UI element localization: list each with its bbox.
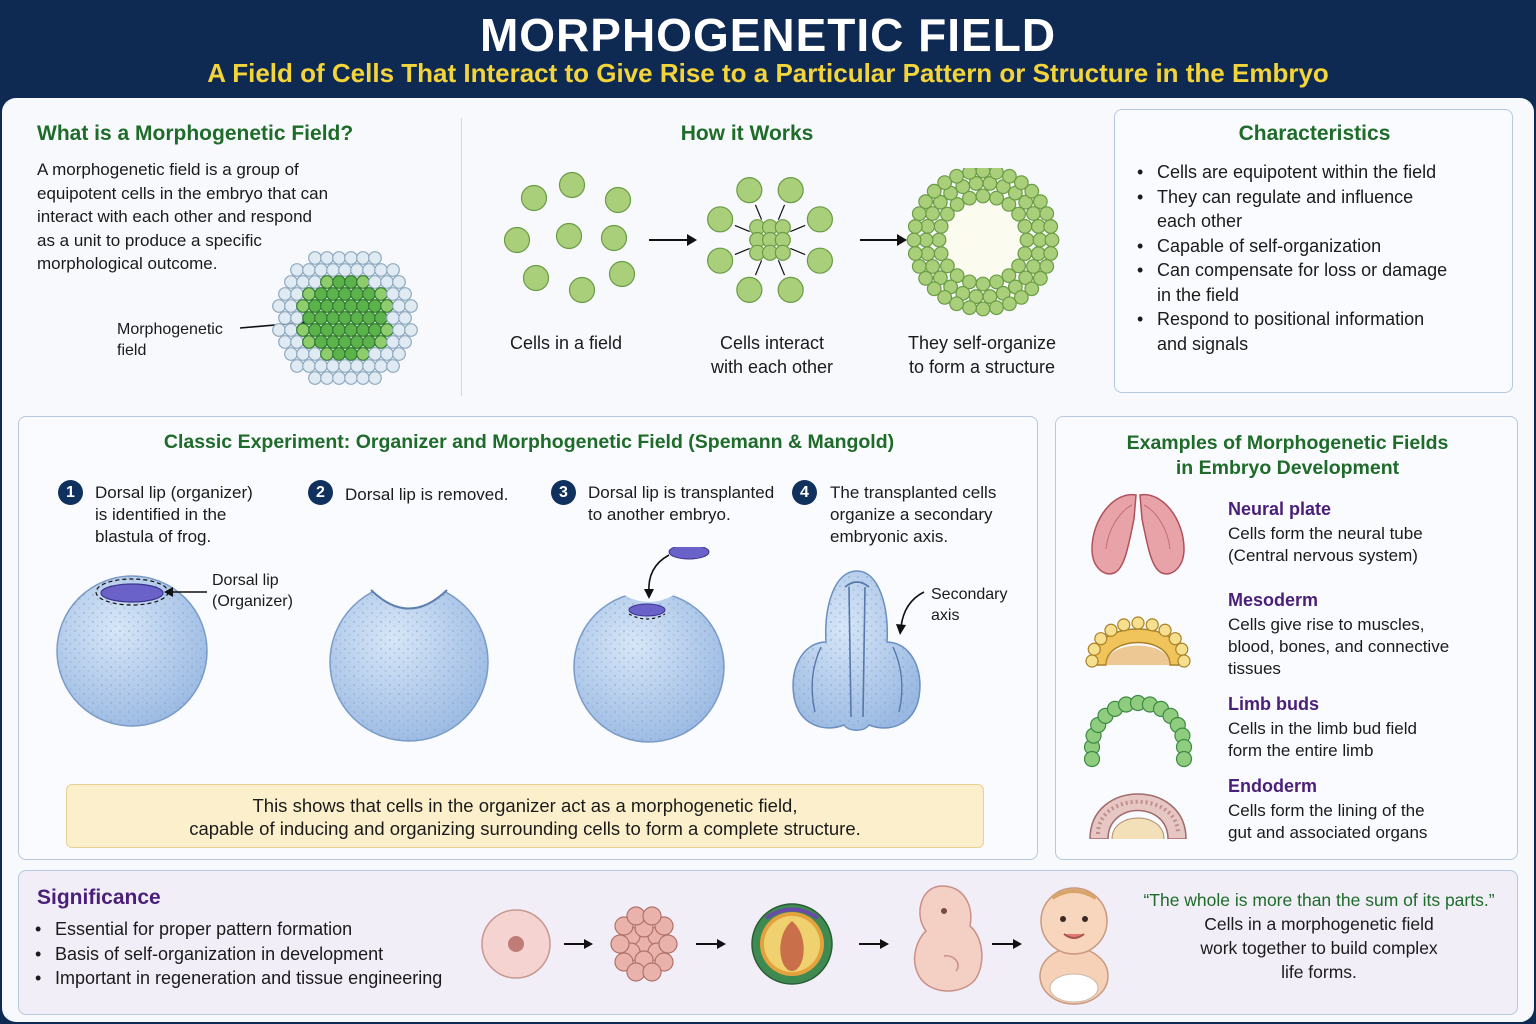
arrow-icon (696, 939, 726, 949)
gastrula-icon (751, 903, 833, 985)
what-line: A morphogenetic field is a group of (37, 160, 299, 179)
self-organized-ring (906, 168, 1060, 317)
neural-plate-icon (1091, 493, 1185, 575)
what-section: What is a Morphogenetic Field? A morphog… (0, 100, 460, 400)
arrow-icon (649, 234, 697, 246)
morphogenetic-field-label: Morphogenetic field (117, 319, 223, 361)
morula-icon (610, 906, 678, 982)
example-title: Endoderm (1228, 776, 1318, 796)
dorsal-lip-label: Dorsal lip(Organizer) (212, 572, 293, 610)
divider (461, 118, 462, 396)
label-line: field (117, 342, 147, 359)
limb-buds-icon (1084, 694, 1193, 768)
quote-block: “The whole is more than the sum of its p… (1124, 888, 1514, 984)
quote-line: life forms. (1281, 962, 1357, 982)
list-item: Essential for proper pattern formation (33, 917, 473, 942)
step-1-text: Dorsal lip (organizer)is identified in t… (95, 483, 253, 546)
arrow-icon (860, 234, 907, 246)
list-item: Important in regeneration and tissue eng… (33, 966, 473, 991)
list-item: Basis of self-organization in developmen… (33, 942, 473, 967)
how-step-label: Cells interact with each other (687, 332, 857, 379)
example-title: Limb buds (1228, 694, 1319, 714)
step-2-text: Dorsal lip is removed. (345, 485, 509, 504)
what-line: as a unit to produce a specific (37, 230, 262, 250)
experiment-heading: Classic Experiment: Organizer and Morpho… (163, 431, 895, 453)
step-2-badge: 2 (308, 480, 333, 505)
zygote-icon (481, 909, 551, 979)
what-line: interact with each other and respond (37, 207, 313, 226)
characteristics-panel: Characteristics Cells are equipotent wit… (1114, 109, 1513, 393)
arrow-icon (564, 939, 593, 949)
significance-list: Essential for proper pattern formation B… (33, 917, 473, 991)
step-line: Cells in a field (509, 333, 623, 353)
conclusion-box: This shows that cells in the organizer a… (66, 784, 984, 848)
mesoderm-beads (1085, 616, 1191, 668)
blastula-with-organizer (56, 575, 208, 727)
step-line: Cells interact (719, 333, 825, 353)
what-line: equipotent cells in the embryo that can (37, 183, 329, 203)
quote-text: “The whole is more than the sum of its p… (1143, 890, 1495, 910)
secondary-axis-embryo (792, 570, 925, 731)
development-stages (481, 885, 1109, 1005)
example-description: Cells form the neural tube(Central nervo… (1228, 524, 1423, 565)
how-heading: How it Works (680, 122, 814, 145)
quote-line: work together to build complex (1200, 938, 1438, 958)
step-4-badge: 4 (792, 480, 817, 505)
header: MORPHOGENETIC FIELD A Field of Cells Tha… (0, 0, 1536, 100)
fetus-icon (913, 885, 983, 992)
step-line: with each other (710, 356, 834, 377)
quote-line: Cells in a morphogenetic field (1204, 914, 1434, 934)
step-line: They self-organize (907, 333, 1057, 353)
experiment-illustration (56, 547, 925, 743)
how-section: How it Works Cells in a field Cells inte… (462, 100, 1112, 400)
list-item: Capable of self-organization (1135, 234, 1505, 259)
field-blastula-illustration (239, 251, 418, 385)
blastula-lip-removed (329, 577, 489, 742)
significance-heading: Significance (37, 886, 161, 909)
examples-illustrations (1084, 493, 1193, 839)
scattered-cells (503, 171, 636, 304)
example-title: Neural plate (1228, 499, 1332, 519)
how-diagram (503, 168, 1060, 317)
step-line: to form a structure (908, 356, 1056, 377)
example-description: Cells give rise to muscles,blood, bones,… (1228, 615, 1450, 678)
interacting-cells (707, 177, 833, 303)
step-1-badge: 1 (58, 480, 83, 505)
label-line: Morphogenetic (117, 321, 223, 338)
characteristics-list: Cells are equipotent within the field Th… (1135, 160, 1505, 356)
what-description: A morphogenetic field is a group of equi… (37, 158, 367, 276)
what-line: morphological outcome. (37, 254, 218, 273)
example-title: Mesoderm (1228, 590, 1319, 610)
how-step-label: Cells in a field (480, 332, 652, 356)
characteristics-heading: Characteristics (1238, 122, 1391, 145)
page-title: MORPHOGENETIC FIELD (479, 9, 1057, 61)
what-heading: What is a Morphogenetic Field? (37, 122, 354, 145)
list-item: Cells are equipotent within the field (1135, 160, 1505, 185)
arrow-icon (859, 939, 889, 949)
arrow-icon (992, 939, 1022, 949)
endoderm-icon (1089, 793, 1187, 839)
experiment-panel: Classic Experiment: Organizer and Morpho… (18, 416, 1038, 860)
significance-panel: Significance Essential for proper patter… (18, 870, 1518, 1015)
host-embryo-transplant (573, 547, 725, 743)
baby-icon (1039, 887, 1109, 1005)
page-subtitle: A Field of Cells That Interact to Give R… (207, 58, 1329, 88)
how-step-label: They self-organize to form a structure (887, 332, 1077, 379)
step-3-badge: 3 (551, 480, 576, 505)
